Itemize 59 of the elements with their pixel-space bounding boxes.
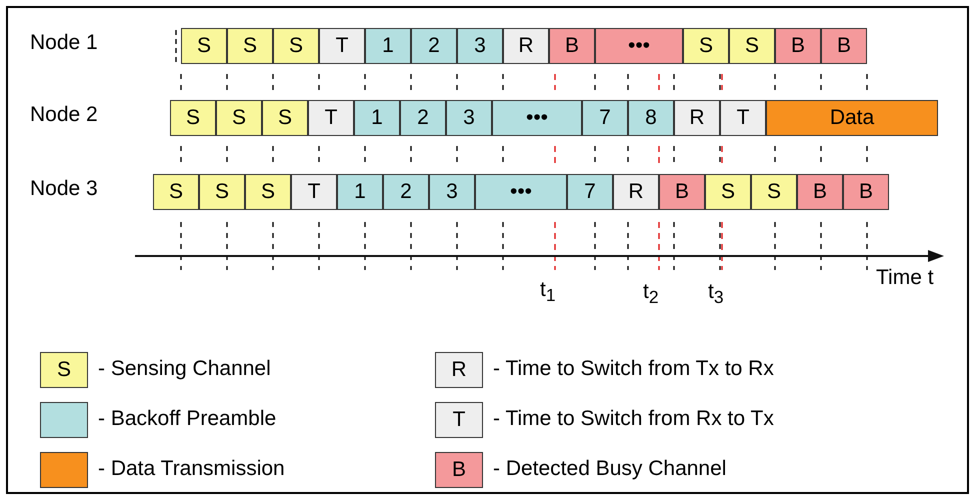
time-slot: B [821, 28, 867, 64]
time-slot: B [843, 174, 889, 210]
time-slot: T [319, 28, 365, 64]
legend-swatch: S [40, 352, 88, 388]
time-slot: S [227, 28, 273, 64]
legend-text: - Sensing Channel [98, 357, 271, 381]
time-slot: S [751, 174, 797, 210]
time-slot: S [683, 28, 729, 64]
time-slot: ••• [492, 100, 582, 136]
row-label: Node 3 [30, 177, 98, 201]
time-slot: T [291, 174, 337, 210]
time-slot: Data [766, 100, 938, 136]
axis-label: Time t [876, 266, 934, 290]
time-slot: S [245, 174, 291, 210]
time-slot: S [199, 174, 245, 210]
time-slot: S [273, 28, 319, 64]
time-marker-label: t$_{3}$ [708, 280, 724, 308]
time-slot: ••• [475, 174, 567, 210]
time-slot: 2 [411, 28, 457, 64]
legend-text: - Backoff Preamble [98, 407, 276, 431]
time-slot: ••• [595, 28, 683, 64]
legend-swatch: R [435, 352, 483, 388]
time-slot: T [720, 100, 766, 136]
time-slot: S [216, 100, 262, 136]
legend-swatch: B [435, 452, 483, 488]
time-slot: R [613, 174, 659, 210]
time-slot: 1 [354, 100, 400, 136]
time-slot: 8 [628, 100, 674, 136]
time-slot: B [659, 174, 705, 210]
time-slot: 7 [582, 100, 628, 136]
legend-text: - Time to Switch from Tx to Rx [493, 357, 774, 381]
time-slot: 2 [400, 100, 446, 136]
legend-text: - Time to Switch from Rx to Tx [493, 407, 774, 431]
time-slot: S [153, 174, 199, 210]
time-slot: S [181, 28, 227, 64]
legend-text: - Data Transmission [98, 457, 285, 481]
time-slot: S [705, 174, 751, 210]
time-slot: 3 [446, 100, 492, 136]
time-slot: 1 [365, 28, 411, 64]
legend-swatch: T [435, 402, 483, 438]
legend-text: - Detected Busy Channel [493, 457, 726, 481]
time-slot: B [797, 174, 843, 210]
row-label: Node 2 [30, 103, 98, 127]
time-slot: S [729, 28, 775, 64]
time-slot: R [674, 100, 720, 136]
time-slot: S [262, 100, 308, 136]
time-slot: 3 [457, 28, 503, 64]
time-marker-label: t$_{1}$ [540, 278, 556, 306]
row-label: Node 1 [30, 31, 98, 55]
time-slot: S [170, 100, 216, 136]
time-slot: 2 [383, 174, 429, 210]
time-slot: B [775, 28, 821, 64]
time-slot: 7 [567, 174, 613, 210]
time-slot: T [308, 100, 354, 136]
time-slot: R [503, 28, 549, 64]
time-slot: 1 [337, 174, 383, 210]
time-marker-label: t$_{2}$ [643, 280, 659, 308]
time-slot: B [549, 28, 595, 64]
time-slot: 3 [429, 174, 475, 210]
